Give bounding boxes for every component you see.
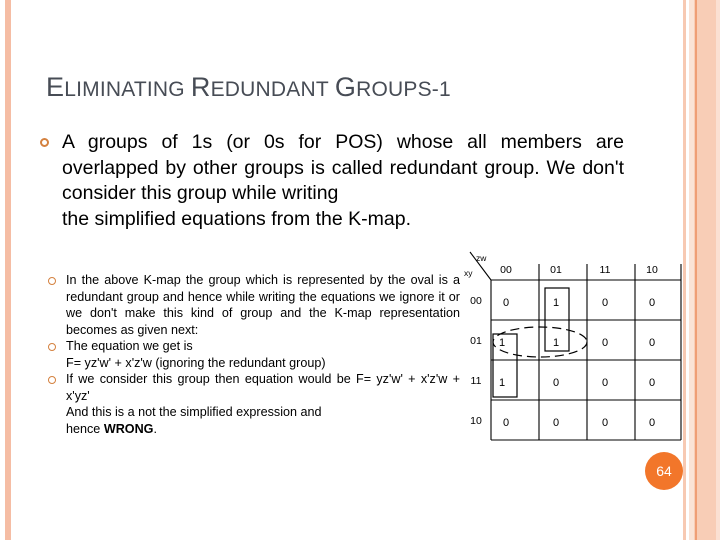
note-3-body: If we consider this group then equation … xyxy=(66,372,460,403)
kmap-grid xyxy=(469,251,682,441)
kmap-cell-2-1: 0 xyxy=(553,377,559,389)
kmap-cell-0-1: 1 xyxy=(553,297,559,309)
kmap-row-header-1: 01 xyxy=(470,335,482,347)
main-paragraph-line-2: are overlapped by other groups is called… xyxy=(62,131,624,179)
kmap-cell-1-3: 0 xyxy=(649,337,655,349)
bullet-ring-icon xyxy=(48,277,56,285)
kmap-cell-3-1: 0 xyxy=(553,417,559,429)
list-item: A groups of 1s (or 0s for POS) whose all… xyxy=(40,130,624,232)
title-rest-2: EDUNDANT xyxy=(210,78,329,101)
kmap-cell-3-2: 0 xyxy=(602,417,608,429)
kmap-cell-1-1: 1 xyxy=(553,337,559,349)
list-item: If we consider this group then equation … xyxy=(40,371,460,437)
kmap-cell-1-2: 0 xyxy=(602,337,608,349)
right-border-edge xyxy=(716,0,720,540)
kmap-cell-2-0: 1 xyxy=(499,377,505,389)
kmap-cell-3-3: 0 xyxy=(649,417,655,429)
note-2-body: The equation we get is xyxy=(66,339,193,353)
title-rest-3: ROUPS-1 xyxy=(356,78,451,101)
kmap-cell-2-2: 0 xyxy=(602,377,608,389)
main-paragraph-block: A groups of 1s (or 0s for POS) whose all… xyxy=(40,130,624,232)
notes-block: In the above K-map the group which is re… xyxy=(40,272,460,437)
page-title: ELIMINATING REDUNDANT GROUPS-1 xyxy=(46,72,451,103)
kmap-group-rect-col01 xyxy=(544,287,570,352)
note-text-2: The equation we get is F= yz'w' + x'z'w … xyxy=(66,338,460,371)
right-border-thin-stripe xyxy=(683,0,686,540)
kmap-corner-bottom-label: xy xyxy=(464,268,473,278)
kmap-diagram: zw xy 00 01 11 10 00 01 11 10 0 1 0 0 1 … xyxy=(462,250,684,442)
kmap-cell-3-0: 0 xyxy=(503,417,509,429)
note-3-line-a: And this is a not the simplified express… xyxy=(66,405,322,419)
kmap-col-header-0: 00 xyxy=(500,264,512,276)
list-item: The equation we get is F= yz'w' + x'z'w … xyxy=(40,338,460,371)
bullet-ring-icon xyxy=(48,376,56,384)
kmap-corner-top-label: zw xyxy=(476,253,487,263)
main-paragraph-line-3: group. We don't consider this group whil… xyxy=(62,156,624,205)
note-text-3: If we consider this group then equation … xyxy=(66,371,460,437)
title-cap-1: E xyxy=(46,72,65,102)
kmap-row-header-0: 00 xyxy=(470,295,482,307)
kmap-row-header-2: 11 xyxy=(471,375,482,387)
title-rest-1: LIMINATING xyxy=(64,78,185,101)
right-border-band xyxy=(689,0,720,540)
main-paragraph-text: A groups of 1s (or 0s for POS) whose all… xyxy=(62,130,624,232)
note-1-body: In the above K-map the group which is re… xyxy=(66,273,460,337)
kmap-cell-2-3: 0 xyxy=(649,377,655,389)
kmap-cell-1-0: 1 xyxy=(499,337,505,349)
kmap-group-rect-col00 xyxy=(492,333,518,398)
main-paragraph-line-1: A groups of 1s (or 0s for POS) whose all… xyxy=(62,131,582,153)
kmap-redundant-group-oval xyxy=(492,326,588,358)
title-cap-3: G xyxy=(334,72,357,102)
wrong-emphasis: WRONG xyxy=(103,421,154,436)
note-text-1: In the above K-map the group which is re… xyxy=(66,272,460,338)
title-cap-2: R xyxy=(190,72,211,102)
right-border-pale-stripe xyxy=(689,0,694,540)
note-2-equation: F= yz'w' + x'z'w (ignoring the redundant… xyxy=(66,355,326,370)
bullet-ring-icon xyxy=(48,343,56,351)
left-border-stripe xyxy=(5,0,11,540)
right-border-accent-line xyxy=(695,0,697,540)
main-paragraph-line-4: the simplified equations from the K-map. xyxy=(62,207,412,230)
kmap-cell-0-0: 0 xyxy=(503,297,509,309)
page-number-badge: 64 xyxy=(645,452,683,490)
kmap-cell-0-2: 0 xyxy=(602,297,608,309)
list-item: In the above K-map the group which is re… xyxy=(40,272,460,338)
kmap-row-header-3: 10 xyxy=(470,415,482,427)
kmap-cell-0-3: 0 xyxy=(649,297,655,309)
note-3-line-b: hence WRONG. xyxy=(66,421,157,436)
kmap-col-header-2: 11 xyxy=(600,264,611,276)
bullet-ring-icon xyxy=(40,138,49,147)
kmap-col-header-3: 10 xyxy=(646,264,658,276)
kmap-col-header-1: 01 xyxy=(550,264,562,276)
